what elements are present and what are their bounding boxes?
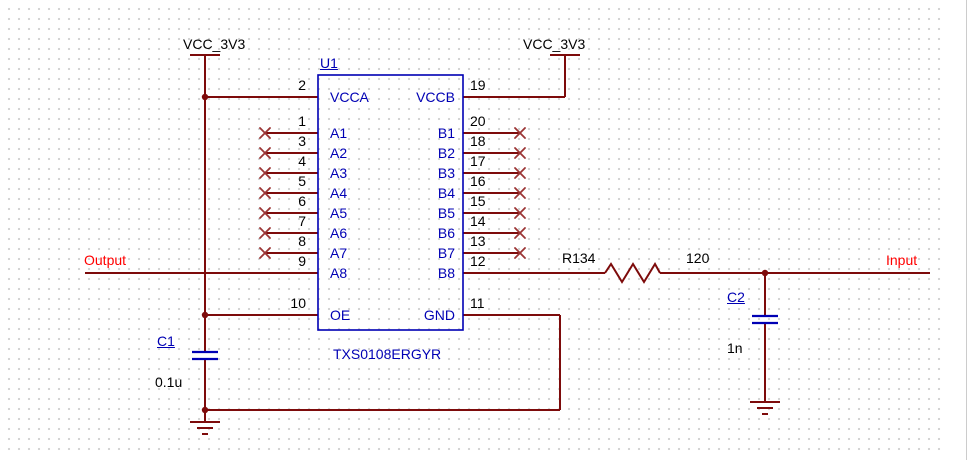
noerc-layer [259,127,526,259]
pin-number: 1 [298,113,306,129]
pin-number: 18 [470,133,486,149]
capacitor-c1-designator[interactable]: C1 [157,333,175,349]
no-erc-x-icon[interactable] [514,127,526,139]
pin-number: 15 [470,193,486,209]
pin-name: B2 [437,145,455,161]
pin-name: B4 [437,185,455,201]
power-label-left[interactable]: VCC_3V3 [183,36,246,52]
pin-name: B6 [437,225,455,241]
pin-name: A6 [330,225,348,241]
pin-number: 16 [470,173,486,189]
no-erc-x-icon[interactable] [259,247,271,259]
no-erc-x-icon[interactable] [259,227,271,239]
pin-number: 7 [298,213,306,229]
no-erc-x-icon[interactable] [514,147,526,159]
capacitor-c1-value[interactable]: 0.1u [155,374,183,390]
pin-number: 6 [298,193,306,209]
symbol-layer [192,74,778,361]
pin-name: B8 [437,265,455,281]
pin-number: 8 [298,233,306,249]
no-erc-x-icon[interactable] [259,167,271,179]
capacitor-c1-symbol[interactable] [192,350,218,361]
capacitor-c2-value[interactable]: 1n [727,340,743,356]
power-label-right[interactable]: VCC_3V3 [523,36,586,52]
junction-layer [201,93,769,414]
pin-name: A3 [330,165,348,181]
chip-designator[interactable]: U1 [320,55,338,71]
pin-name: VCCB [416,89,455,105]
pin-name: A8 [330,265,348,281]
no-erc-x-icon[interactable] [259,207,271,219]
net-label-input[interactable]: Input [886,252,918,268]
no-erc-x-icon[interactable] [514,167,526,179]
pin-number: 4 [298,153,306,169]
pin-number: 3 [298,133,306,149]
junction-dot [761,269,769,277]
pin-name: A5 [330,205,348,221]
pin-name: B5 [437,205,455,221]
pin-name: OE [330,307,351,323]
no-erc-x-icon[interactable] [514,247,526,259]
pin-name: B7 [437,245,455,261]
junction-dot [201,93,209,101]
pin-number: 19 [470,77,486,93]
pin-name: B1 [437,125,455,141]
pin-name: B3 [437,165,455,181]
pin-number: 20 [470,113,486,129]
no-erc-x-icon[interactable] [514,227,526,239]
net-label-output[interactable]: Output [84,252,127,268]
pin-number: 10 [290,295,306,311]
pin-name: A4 [330,185,348,201]
pin-number: 14 [470,213,486,229]
resistor-symbol[interactable] [604,262,661,284]
ground-symbol-left-icon[interactable] [190,421,220,435]
schematic-sheet-grid [0,0,946,455]
capacitor-c2-symbol[interactable] [752,314,778,325]
junction-dot [201,406,209,414]
pin-name: GND [423,307,455,323]
pin-number: 13 [470,233,486,249]
no-erc-x-icon[interactable] [514,187,526,199]
pin-name: A2 [330,145,348,161]
pin-number: 5 [298,173,306,189]
ground-symbol-right-icon[interactable] [750,401,780,415]
no-erc-x-icon[interactable] [259,127,271,139]
no-erc-x-icon[interactable] [259,187,271,199]
no-erc-x-icon[interactable] [259,147,271,159]
resistor-designator[interactable]: R134 [562,250,596,266]
capacitor-c2-designator[interactable]: C2 [727,289,745,305]
pin-number: 11 [470,295,485,311]
nc-pin-stubs-right[interactable] [463,132,520,254]
no-erc-x-icon[interactable] [514,207,526,219]
pin-name: VCCA [330,89,369,105]
pin-number: 17 [470,153,486,169]
junction-dot [201,311,209,319]
chip-part-number[interactable]: TXS0108ERGYR [333,346,442,362]
wire-layer [85,54,930,435]
pin-number: 9 [298,253,306,269]
pin-name: A1 [330,125,348,141]
chip-body[interactable] [317,74,464,331]
pin-number: 2 [298,77,306,93]
pin-name: A7 [330,245,348,261]
nc-pin-stubs-left[interactable] [265,132,318,254]
resistor-value[interactable]: 120 [686,250,710,266]
pin-number: 12 [470,253,486,269]
sheet-edge-line [966,0,967,460]
